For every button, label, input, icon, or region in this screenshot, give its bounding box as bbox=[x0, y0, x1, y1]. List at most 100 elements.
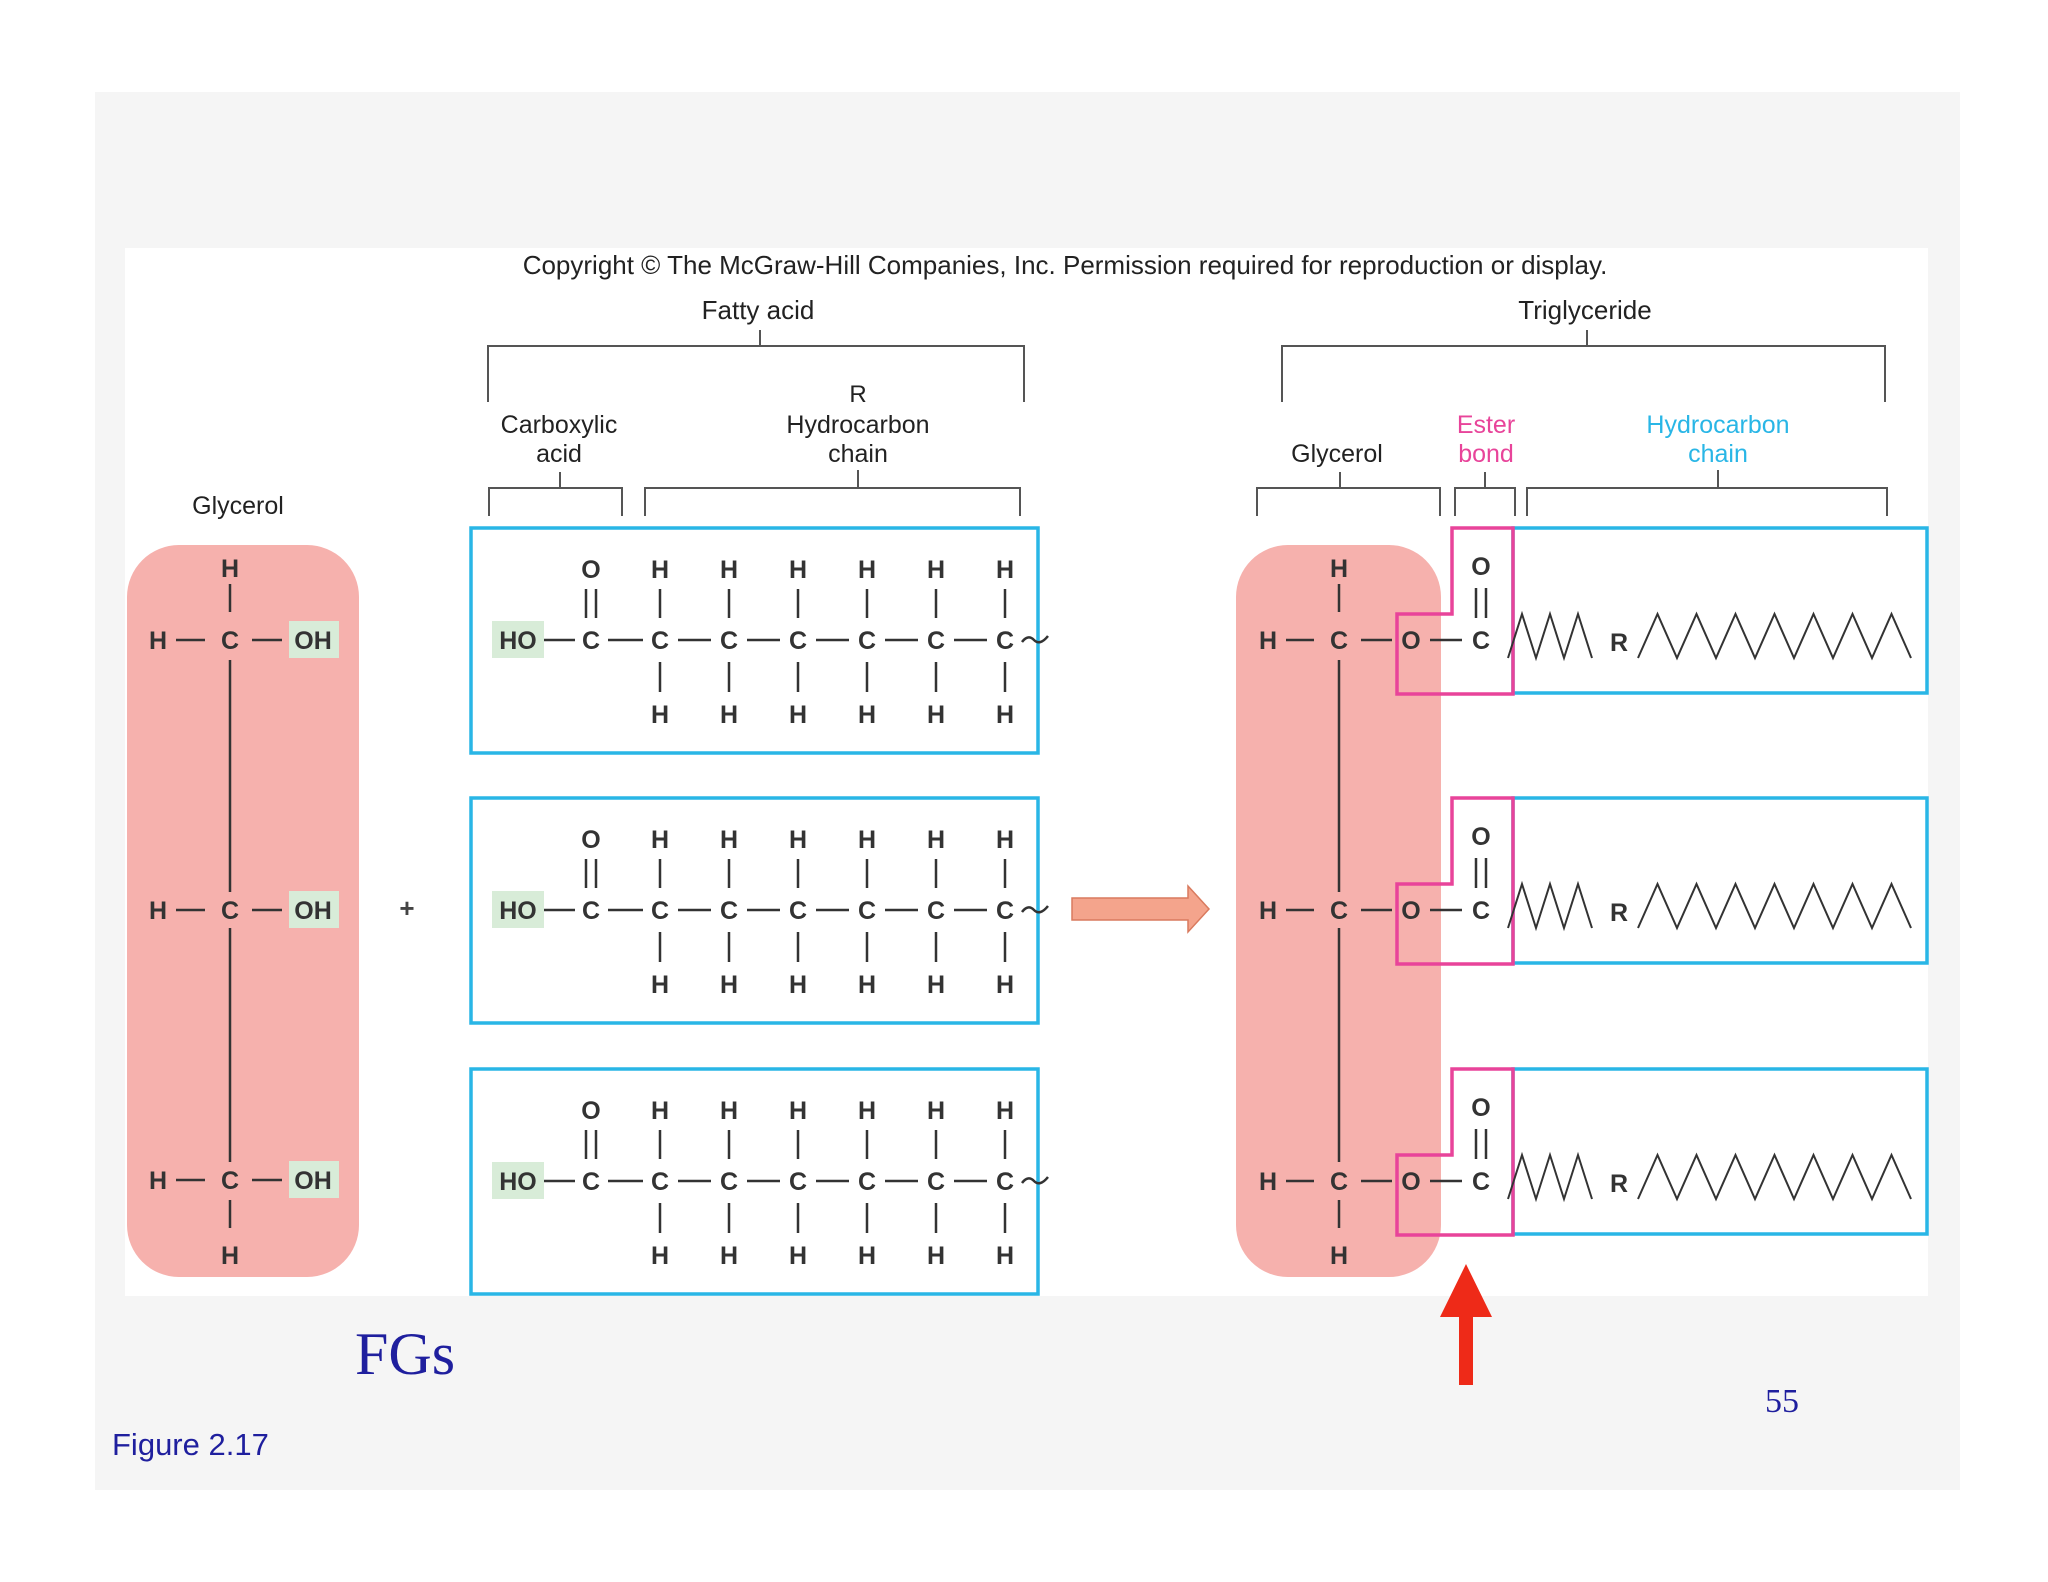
c-atom: C bbox=[582, 1168, 600, 1196]
h-atom: H bbox=[858, 1242, 876, 1270]
c-atom: C bbox=[996, 627, 1014, 655]
o-atom: O bbox=[1471, 823, 1490, 851]
o-atom: O bbox=[581, 826, 600, 854]
h-atom: H bbox=[858, 556, 876, 584]
h-atom: H bbox=[720, 1242, 738, 1270]
hydrocarbon-zigzag bbox=[1637, 1152, 1912, 1202]
ho-group: HO bbox=[499, 1168, 537, 1196]
h-atom: H bbox=[720, 1097, 738, 1125]
h-atom: H bbox=[720, 701, 738, 729]
o-atom: O bbox=[1401, 1168, 1420, 1196]
h-atom: H bbox=[789, 826, 807, 854]
h-atom: H bbox=[927, 701, 945, 729]
h-atom: H bbox=[651, 826, 669, 854]
h-atom: H bbox=[720, 556, 738, 584]
h-atom: H bbox=[927, 1097, 945, 1125]
r-atom: R bbox=[1610, 629, 1628, 657]
c-atom: C bbox=[789, 627, 807, 655]
c-atom: C bbox=[789, 1168, 807, 1196]
oh-highlight bbox=[289, 621, 339, 658]
h-atom: H bbox=[996, 701, 1014, 729]
ester-bond-label-1: Ester bbox=[1457, 411, 1515, 439]
h-atom: H bbox=[1259, 897, 1277, 925]
h-atom: H bbox=[149, 627, 167, 655]
c-atom: C bbox=[651, 1168, 669, 1196]
ho-highlight bbox=[492, 891, 544, 928]
c-atom: C bbox=[927, 897, 945, 925]
h-atom: H bbox=[651, 701, 669, 729]
h-atom: H bbox=[927, 556, 945, 584]
h-atom: H bbox=[858, 701, 876, 729]
fatty-acid-box bbox=[469, 526, 1040, 755]
carboxylic-acid-label-2: acid bbox=[536, 440, 582, 468]
hydrocarbon-zigzag bbox=[1637, 881, 1912, 931]
triglyceride-bracket bbox=[1256, 330, 1888, 516]
h-atom: H bbox=[996, 826, 1014, 854]
h-atom: H bbox=[858, 1097, 876, 1125]
o-atom: O bbox=[581, 556, 600, 584]
red-arrow bbox=[1440, 1264, 1492, 1385]
c-atom: C bbox=[720, 627, 738, 655]
r-atom: R bbox=[1610, 1170, 1628, 1198]
h-atom: H bbox=[927, 971, 945, 999]
c-atom: C bbox=[1472, 897, 1490, 925]
c-atom: C bbox=[1330, 897, 1348, 925]
h-atom: H bbox=[651, 1242, 669, 1270]
hydrocarbon-box bbox=[1511, 526, 1929, 695]
hydrocarbon-zigzag bbox=[1637, 611, 1912, 661]
o-atom: O bbox=[1471, 553, 1490, 581]
ho-group: HO bbox=[499, 897, 537, 925]
h-atom: H bbox=[651, 971, 669, 999]
fatty-acid-label: Fatty acid bbox=[702, 295, 815, 325]
reaction-arrow bbox=[1071, 884, 1211, 934]
c-atom: C bbox=[720, 1168, 738, 1196]
h-atom: H bbox=[720, 971, 738, 999]
h-atom: H bbox=[789, 971, 807, 999]
hydrocarbon-zigzag bbox=[1507, 1151, 1593, 1203]
carboxylic-acid-label-1: Carboxylic bbox=[501, 411, 618, 439]
h-atom: H bbox=[1330, 555, 1348, 583]
h-atom: H bbox=[996, 556, 1014, 584]
glycerol-left-shape bbox=[127, 545, 359, 1277]
c-atom: C bbox=[720, 897, 738, 925]
oh-highlight bbox=[289, 1161, 339, 1198]
h-atom: H bbox=[789, 701, 807, 729]
c-atom: C bbox=[1330, 1168, 1348, 1196]
h-atom: H bbox=[789, 556, 807, 584]
h-atom: H bbox=[858, 826, 876, 854]
fatty-acid-box bbox=[469, 1067, 1040, 1296]
ester-bond-box bbox=[1395, 526, 1515, 696]
h-atom: H bbox=[720, 826, 738, 854]
fatty-acid-box bbox=[469, 796, 1040, 1025]
ho-group: HO bbox=[499, 627, 537, 655]
glycerol-left-label: Glycerol bbox=[192, 492, 284, 520]
glycerol-right-shape bbox=[1236, 545, 1441, 1277]
c-atom: C bbox=[858, 627, 876, 655]
c-atom: C bbox=[221, 627, 239, 655]
h-atom: H bbox=[651, 1097, 669, 1125]
page-number: 55 bbox=[1765, 1383, 1799, 1420]
r-atom: R bbox=[1610, 899, 1628, 927]
c-atom: C bbox=[1330, 627, 1348, 655]
glycerol-right-label: Glycerol bbox=[1291, 440, 1383, 468]
c-atom: C bbox=[1472, 627, 1490, 655]
c-atom: C bbox=[858, 1168, 876, 1196]
fgs-text: FGs bbox=[355, 1321, 456, 1387]
o-atom: O bbox=[1471, 1094, 1490, 1122]
h-atom: H bbox=[1259, 1168, 1277, 1196]
h-atom: H bbox=[927, 1242, 945, 1270]
h-atom: H bbox=[1259, 627, 1277, 655]
c-atom: C bbox=[651, 897, 669, 925]
c-atom: C bbox=[927, 1168, 945, 1196]
figure-panel bbox=[125, 248, 1928, 1296]
o-atom: O bbox=[581, 1097, 600, 1125]
hydrocarbon-box bbox=[1511, 796, 1929, 965]
o-atom: O bbox=[1401, 897, 1420, 925]
c-atom: C bbox=[582, 897, 600, 925]
c-atom: C bbox=[221, 897, 239, 925]
hydrocarbon-zigzag bbox=[1507, 610, 1593, 662]
ho-highlight bbox=[492, 621, 544, 658]
